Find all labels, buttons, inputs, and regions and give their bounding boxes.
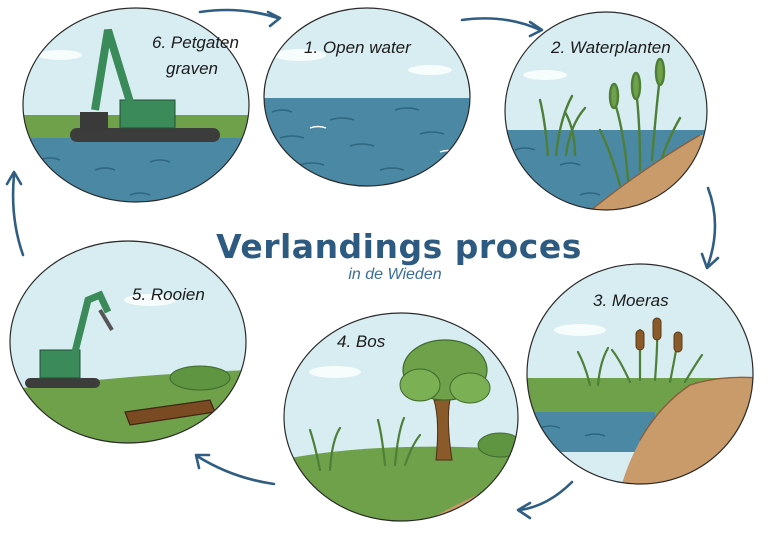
step-waterplanten: 2. Waterplanten	[504, 11, 708, 211]
step-4-label: 4. Bos	[337, 332, 386, 351]
diagram-title: Verlandings proces	[216, 227, 582, 266]
step-6-label-line1: 6. Petgaten	[152, 33, 239, 52]
step-6-label-line2: graven	[166, 59, 218, 78]
petgaten-excavator	[70, 28, 220, 142]
cycle-arrows	[5, 8, 720, 520]
step-rooien: 5. Rooien	[9, 240, 247, 444]
arrow-3-to-4	[516, 480, 574, 520]
arrow-2-to-3	[700, 186, 720, 270]
open-water-scene	[264, 8, 470, 186]
step-2-label: 2. Waterplanten	[550, 38, 671, 57]
arrow-6-to-1	[198, 8, 282, 28]
bos-scene	[284, 313, 518, 521]
arrow-1-to-2	[460, 17, 544, 38]
step-open-water: 1. Open water	[263, 7, 471, 187]
diagram-subtitle: in de Wieden	[348, 266, 441, 283]
rooien-scene	[10, 241, 246, 443]
step-1-label: 1. Open water	[304, 38, 412, 57]
step-5-label: 5. Rooien	[132, 285, 205, 304]
step-3-label: 3. Moeras	[593, 291, 669, 310]
arrow-5-to-6	[5, 170, 25, 257]
arrow-4-to-5	[194, 453, 276, 486]
step-bos: 4. Bos	[283, 312, 519, 522]
step-moeras: 3. Moeras	[526, 263, 754, 485]
rooien-excavator	[25, 290, 114, 388]
petgaten-scene	[23, 8, 249, 202]
step-petgaten-graven: 6. Petgaten graven	[22, 7, 250, 203]
